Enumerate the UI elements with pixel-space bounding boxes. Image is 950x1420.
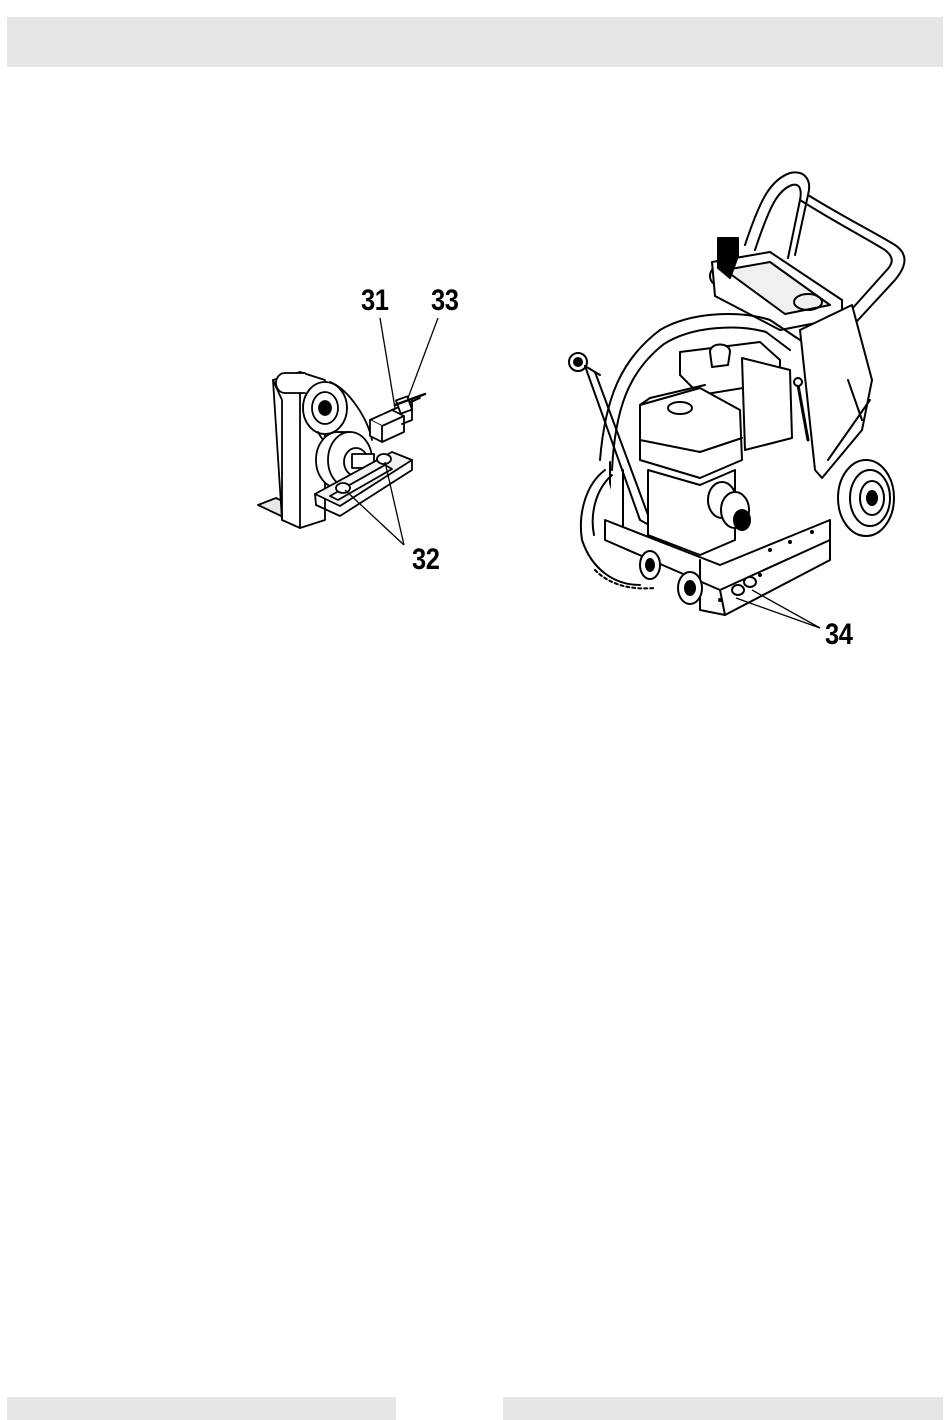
callout-32: 32 bbox=[412, 545, 440, 575]
header-bar bbox=[7, 17, 943, 67]
callout-33: 33 bbox=[431, 286, 459, 316]
callout-31: 31 bbox=[361, 286, 389, 316]
callout-34: 34 bbox=[825, 620, 853, 650]
footer-bar-left bbox=[7, 1397, 396, 1420]
footer-bar-right bbox=[503, 1397, 943, 1420]
